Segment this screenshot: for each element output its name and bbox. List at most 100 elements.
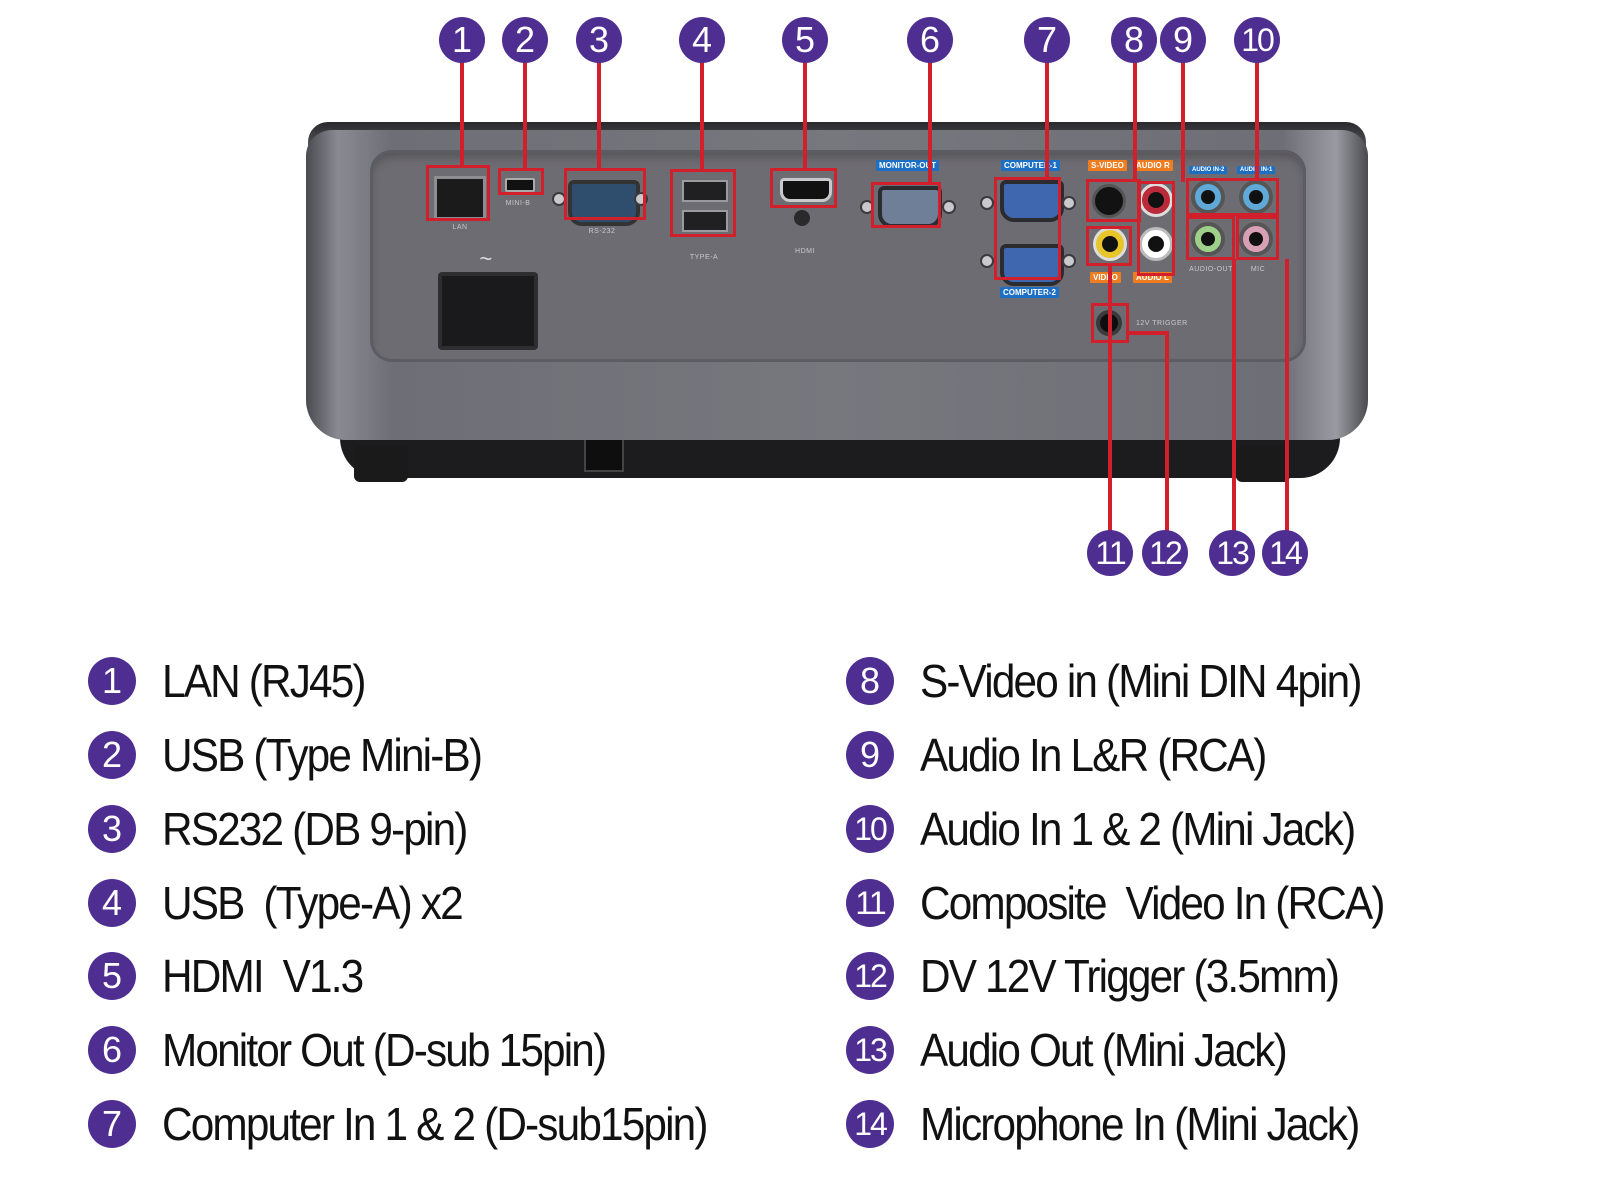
computer-1-tag: COMPUTER-1 [1001, 160, 1060, 171]
highlight-rs232 [564, 168, 646, 220]
hdmi-port [780, 178, 832, 202]
leader-line-14 [1285, 259, 1289, 533]
usb-a-port-top [682, 180, 728, 202]
callout-badge-8: 8 [1111, 17, 1157, 63]
legend-item-14: 14 Microphone In (Mini Jack) [846, 1094, 1397, 1154]
leader-line-9 [1181, 62, 1185, 182]
legend-item-9: 9 Audio In L&R (RCA) [846, 725, 1296, 785]
audio-in-1-port [1243, 184, 1269, 210]
legend-badge: 4 [88, 879, 136, 927]
mic-port [1243, 226, 1269, 252]
mic-label: MIC [1250, 266, 1266, 273]
leader-line-13 [1232, 259, 1236, 533]
legend-item-11: 11 Composite Video In (RCA) [846, 873, 1424, 933]
leader-line-11 [1108, 265, 1112, 533]
lan-port [434, 176, 486, 220]
screw [942, 200, 956, 214]
legend-label: USB (Type-A) x2 [162, 877, 464, 929]
highlight-usb-a [670, 169, 736, 237]
legend-badge: 8 [846, 657, 894, 705]
monitor-out-tag: MONITOR-OUT [876, 160, 940, 171]
video-tag: VIDEO [1090, 272, 1121, 283]
lan-port-label: LAN [452, 224, 468, 231]
callout-badge-3: 3 [576, 17, 622, 63]
hdmi-screw-hole [794, 210, 810, 226]
leader-line-2 [523, 62, 527, 169]
audio-out-label: AUDIO-OUT [1189, 266, 1233, 273]
power-symbol: ~ [479, 246, 493, 271]
highlight-mini-b [498, 168, 544, 195]
legend-label: DV 12V Trigger (3.5mm) [920, 950, 1340, 1002]
legend-label: USB (Type Mini-B) [162, 729, 483, 781]
screw [980, 254, 994, 268]
computer-1-port [1000, 180, 1064, 222]
leader-line-8 [1133, 62, 1137, 180]
highlight-audio-lr [1137, 181, 1175, 276]
highlight-monitor-out [871, 182, 941, 228]
leader-line-3 [597, 62, 601, 169]
callout-badge-13: 13 [1209, 530, 1255, 576]
audio-r-tag: AUDIO R [1133, 160, 1173, 171]
legend-label: Audio In L&R (RCA) [920, 729, 1267, 781]
callout-badge-4: 4 [679, 17, 725, 63]
legend-label: S-Video in (Mini DIN 4pin) [920, 655, 1362, 707]
leader-line-10 [1255, 62, 1259, 179]
legend-badge: 12 [846, 952, 894, 1000]
composite-video-port [1096, 230, 1124, 258]
legend-label: Audio Out (Mini Jack) [920, 1024, 1288, 1076]
adjust-foot-right [1236, 446, 1290, 482]
legend-item-5: 5 HDMI V1.3 [88, 946, 380, 1006]
audio-l-tag: AUDIO L [1133, 272, 1172, 283]
usb-a-port-bottom [682, 210, 728, 232]
highlight-mic [1236, 216, 1279, 260]
legend-item-10: 10 Audio In 1 & 2 (Mini Jack) [846, 799, 1392, 859]
audio-in-2-tag: AUDIO IN-2 [1189, 166, 1228, 174]
adjust-foot-left [354, 446, 408, 482]
legend-badge: 10 [846, 805, 894, 853]
legend-label: Composite Video In (RCA) [920, 877, 1385, 929]
leader-line-1 [460, 62, 464, 166]
leader-line-5 [803, 62, 807, 169]
legend-item-7: 7 Computer In 1 & 2 (D-sub15pin) [88, 1094, 754, 1154]
legend-label: RS232 (DB 9-pin) [162, 803, 468, 855]
rs232-label: RS-232 [588, 228, 616, 235]
screw [1062, 254, 1076, 268]
callout-badge-5: 5 [782, 17, 828, 63]
legend-badge: 11 [846, 879, 894, 927]
legend-item-8: 8 S-Video in (Mini DIN 4pin) [846, 651, 1399, 711]
legend-badge: 1 [88, 657, 136, 705]
callout-badge-2: 2 [502, 17, 548, 63]
legend-label: Microphone In (Mini Jack) [920, 1098, 1360, 1150]
legend-badge: 6 [88, 1026, 136, 1074]
highlight-audio-out [1186, 216, 1235, 260]
legend-label: HDMI V1.3 [162, 950, 364, 1002]
screw [1062, 196, 1076, 210]
legend-item-3: 3 RS232 (DB 9-pin) [88, 799, 493, 859]
legend-item-1: 1 LAN (RJ45) [88, 651, 382, 711]
legend-badge: 5 [88, 952, 136, 1000]
highlight-computer-in [994, 177, 1061, 280]
legend-badge: 9 [846, 731, 894, 779]
highlight-hdmi [770, 168, 837, 208]
legend-badge: 7 [88, 1100, 136, 1148]
audio-in-2-port [1195, 184, 1221, 210]
legend-label: Monitor Out (D-sub 15pin) [162, 1024, 607, 1076]
legend-item-13: 13 Audio Out (Mini Jack) [846, 1020, 1318, 1080]
legend-label: Audio In 1 & 2 (Mini Jack) [920, 803, 1356, 855]
leader-line-6 [928, 62, 932, 183]
legend-item-6: 6 Monitor Out (D-sub 15pin) [88, 1020, 644, 1080]
hdmi-label: HDMI [795, 248, 815, 255]
leader-line-12-h [1127, 331, 1167, 335]
leader-line-7 [1045, 62, 1049, 178]
audio-l-port [1142, 230, 1170, 258]
screw [980, 196, 994, 210]
callout-badge-11: 11 [1087, 530, 1133, 576]
callout-badge-1: 1 [439, 17, 485, 63]
monitor-out-port [878, 186, 942, 228]
legend-item-4: 4 USB (Type-A) x2 [88, 873, 488, 933]
s-video-tag: S-VIDEO [1088, 160, 1127, 171]
usb-type-a-label: TYPE-A [689, 254, 719, 261]
callout-badge-6: 6 [907, 17, 953, 63]
legend-label: LAN (RJ45) [162, 655, 367, 707]
highlight-audio-in [1186, 178, 1279, 216]
